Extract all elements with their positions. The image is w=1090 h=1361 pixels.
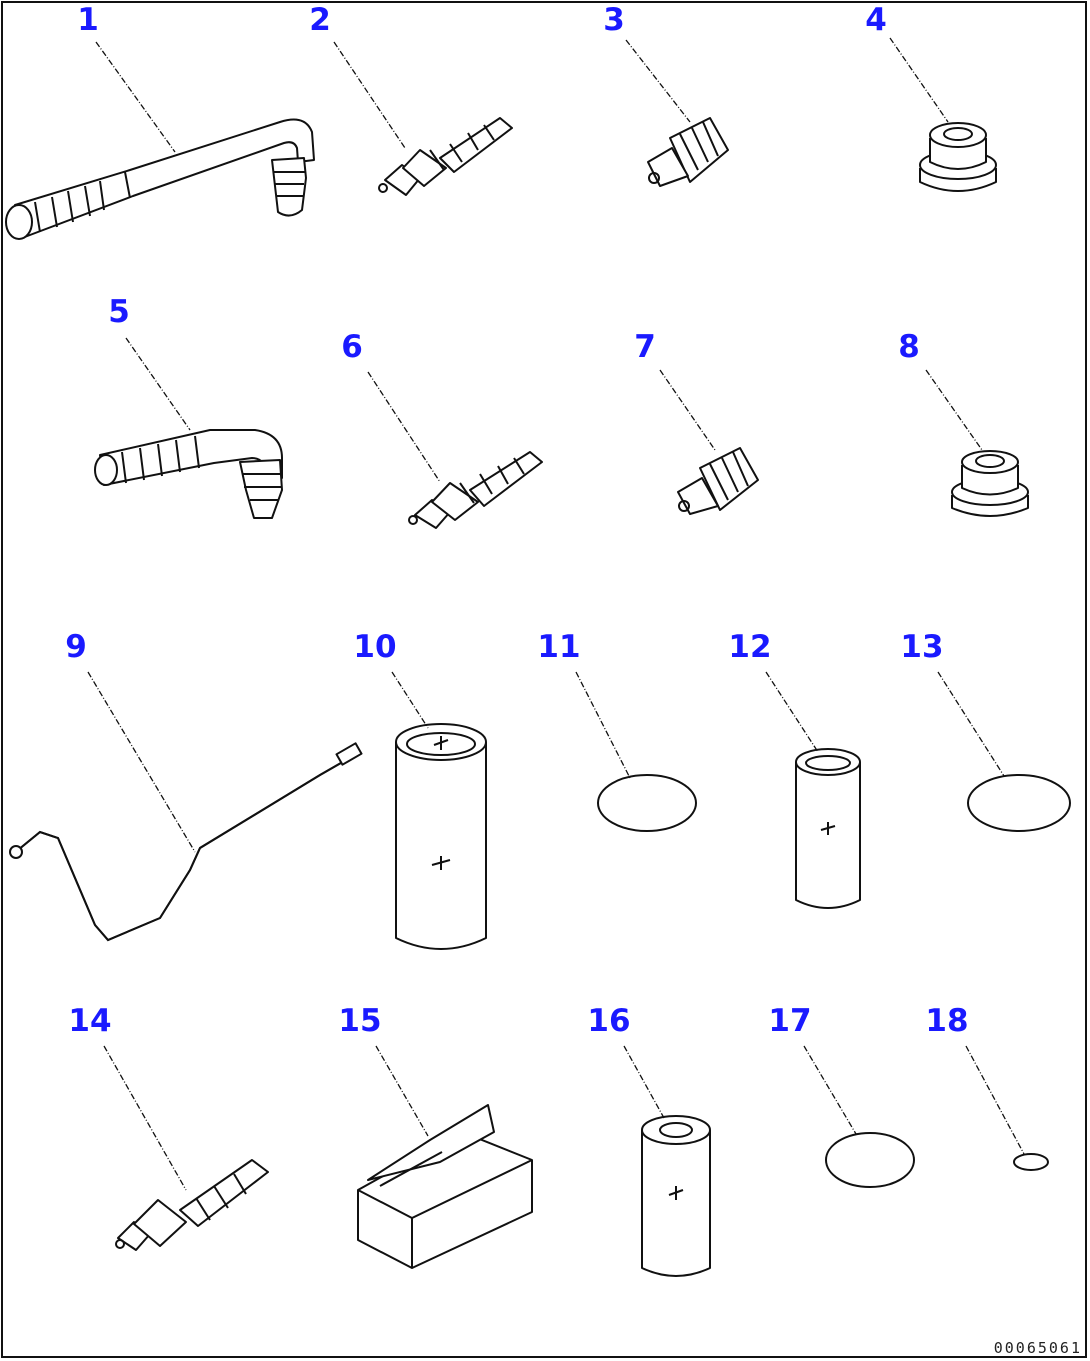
callout-11: 11 [537, 629, 581, 665]
callout-4: 4 [865, 2, 887, 38]
part-3-connector[interactable] [647, 117, 729, 187]
callout-15: 15 [338, 1003, 382, 1039]
part-9-harness[interactable] [9, 742, 363, 942]
part-18-washer[interactable] [1013, 1153, 1049, 1171]
callout-9: 9 [65, 629, 87, 665]
callout-18: 18 [925, 1003, 969, 1039]
callout-16: 16 [587, 1003, 631, 1039]
callout-6: 6 [341, 329, 363, 365]
callout-1: 1 [77, 2, 99, 38]
part-2-sensor[interactable] [378, 117, 513, 196]
part-14-sensor[interactable] [115, 1159, 269, 1251]
callout-3: 3 [603, 2, 625, 38]
part-17-o-ring[interactable] [825, 1132, 915, 1188]
callout-17: 17 [768, 1003, 812, 1039]
part-6-sensor[interactable] [408, 451, 543, 529]
part-4-plug[interactable] [919, 122, 997, 192]
part-7-connector[interactable] [677, 447, 759, 515]
part-5-hose[interactable] [94, 429, 283, 519]
part-16-filter[interactable] [641, 1115, 711, 1277]
callout-13: 13 [900, 629, 944, 665]
part-12-filter[interactable] [795, 748, 861, 909]
leader-lines [87, 37, 1025, 1191]
callout-2: 2 [309, 2, 331, 38]
callout-5: 5 [108, 294, 130, 330]
callout-12: 12 [728, 629, 772, 665]
part-10-filter[interactable] [395, 723, 487, 950]
callout-8: 8 [898, 329, 920, 365]
callout-10: 10 [353, 629, 397, 665]
drawing-number: 00065061 [993, 1339, 1082, 1357]
part-15-box[interactable] [357, 1104, 533, 1269]
part-13-o-ring[interactable] [967, 774, 1071, 832]
callout-14: 14 [68, 1003, 112, 1039]
part-11-o-ring[interactable] [597, 774, 697, 832]
part-8-plug[interactable] [951, 450, 1029, 517]
callout-7: 7 [634, 329, 656, 365]
part-1-hose[interactable] [5, 118, 315, 240]
